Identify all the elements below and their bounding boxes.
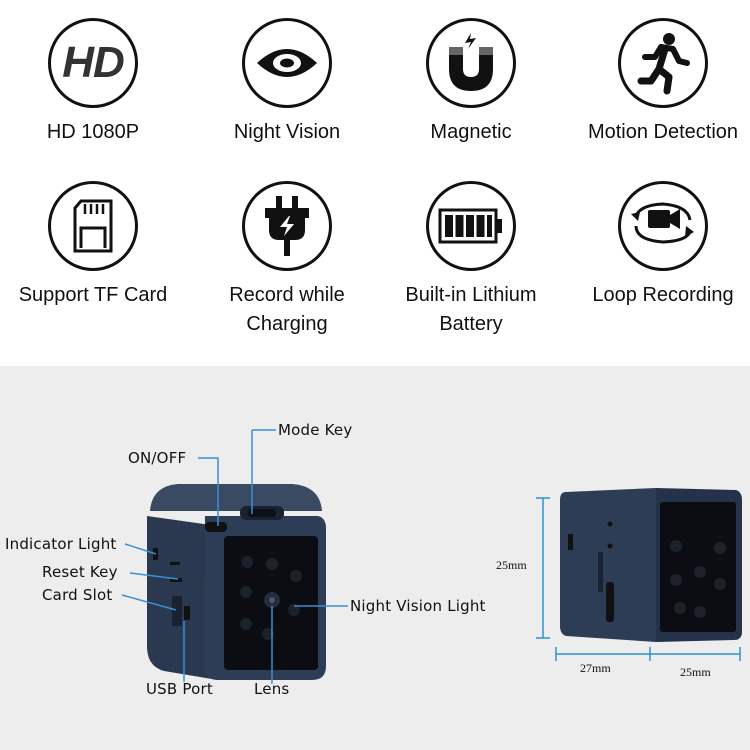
feature-record-charging: Record while Charging [197,181,377,339]
loop-camera-icon [618,181,708,271]
feature-battery: Built-in Lithium Battery [381,181,561,339]
feature-label: Support TF Card [18,284,168,306]
lens-callout: Lens [254,680,290,698]
reset-key-callout: Reset Key [42,563,118,581]
on-off-callout: ON/OFF [128,449,187,467]
plug-charging-icon [242,181,332,271]
sd-card-icon [48,181,138,271]
feature-label: Loop Recording [592,284,734,306]
night-vision-light-callout: Night Vision Light [350,597,486,615]
feature-tf-card: Support TF Card [3,181,183,310]
magnet-icon [426,18,516,108]
height-dimension: 25mm [496,558,527,572]
feature-label: Motion Detection [587,121,739,143]
feature-motion-detection: Motion Detection [573,18,750,147]
feature-label: Record while Charging [229,284,345,335]
camera-front-view [121,429,742,684]
width-dimension: 25mm [680,665,711,679]
hd-icon: HD [48,18,138,108]
usb-port-callout: USB Port [146,680,213,698]
card-slot-callout: Card Slot [42,586,113,604]
feature-label: Built-in Lithium Battery [405,284,537,335]
depth-dimension: 27mm [580,661,611,675]
eye-icon [242,18,332,108]
running-person-icon [618,18,708,108]
feature-label: HD 1080P [46,121,140,143]
feature-magnetic: Magnetic [381,18,561,147]
feature-label: Night Vision [233,121,341,143]
mode-key-callout: Mode Key [278,421,353,439]
feature-loop-recording: Loop Recording [573,181,750,310]
feature-grid: HD HD 1080P Night Vision Magnetic [0,0,750,366]
feature-label: Magnetic [430,121,512,143]
feature-hd: HD HD 1080P [3,18,183,147]
product-diagram: Mode Key ON/OFF Indicator Light Reset Ke… [0,366,750,750]
feature-night-vision: Night Vision [197,18,377,147]
battery-icon [426,181,516,271]
indicator-light-callout: Indicator Light [5,535,117,553]
